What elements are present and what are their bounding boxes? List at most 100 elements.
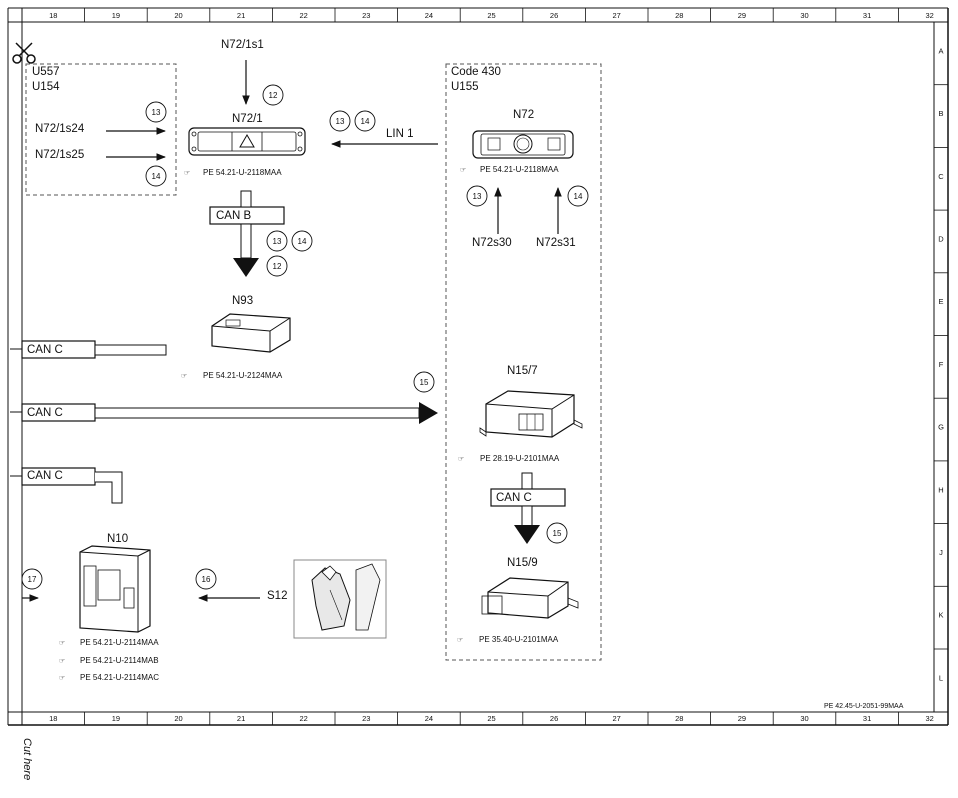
switch-panel-n72-1 <box>188 127 306 156</box>
marker-circle-m14_left <box>145 165 167 187</box>
ref-n10-c: PE 54.21-U-2114MAC <box>80 673 159 682</box>
column-number-23-top: 23 <box>362 11 370 20</box>
component-label-n93: N93 <box>232 295 253 307</box>
pointing-hand-icon: ☞ <box>59 675 65 682</box>
marker-m15_canc: 15 <box>420 378 429 387</box>
column-number-32-top: 32 <box>926 11 934 20</box>
component-label-n10: N10 <box>107 533 128 545</box>
column-number-23-bottom: 23 <box>362 714 370 723</box>
column-number-22-top: 22 <box>300 11 308 20</box>
pointing-hand-icon: ☞ <box>457 637 463 644</box>
bus-label-can-c-4: CAN C <box>496 492 532 504</box>
signal-n72-1s24: N72/1s24 <box>35 123 85 135</box>
column-ruler: 1818191920202121222223232424252526262727… <box>49 8 934 725</box>
component-label-s12: S12 <box>267 590 287 602</box>
row-letter-F: F <box>939 360 944 369</box>
column-number-28-top: 28 <box>675 11 683 20</box>
bus-label-can-c-1: CAN C <box>27 344 63 356</box>
marker-circle-m13_left <box>145 101 167 123</box>
column-number-26-bottom: 26 <box>550 714 558 723</box>
column-number-27-top: 27 <box>613 11 621 20</box>
component-label-n72: N72 <box>513 109 534 121</box>
marker-circle-m15_canc <box>413 371 435 393</box>
signal-n72s31: N72s31 <box>536 237 576 249</box>
marker-m15_n15: 15 <box>553 529 562 538</box>
column-number-24-top: 24 <box>425 11 433 20</box>
row-letter-C: C <box>938 172 944 181</box>
pointing-hand-icon: ☞ <box>59 658 65 665</box>
marker-m14_canb: 14 <box>298 237 307 246</box>
marker-circle-m14_right <box>567 185 589 207</box>
column-number-27-bottom: 27 <box>613 714 621 723</box>
right-group-box <box>445 63 602 661</box>
column-number-25-bottom: 25 <box>487 714 495 723</box>
column-number-28-bottom: 28 <box>675 714 683 723</box>
module-n93 <box>211 313 291 353</box>
component-label-n15-7: N15/7 <box>507 365 538 377</box>
row-letter-G: G <box>938 423 944 432</box>
column-number-30-top: 30 <box>800 11 808 20</box>
ref-n15-7: PE 28.19-U-2101MAA <box>480 454 560 463</box>
column-number-22-bottom: 22 <box>300 714 308 723</box>
marker-m13_left: 13 <box>152 108 161 117</box>
marker-circle-m13_right <box>466 185 488 207</box>
pointing-hand-icon: ☞ <box>460 167 466 174</box>
bus-label-lin1: LIN 1 <box>386 128 414 140</box>
pointing-hand-icon: ☞ <box>458 456 464 463</box>
module-n15-9 <box>481 577 579 619</box>
marker-circle-m12_canb <box>266 255 288 277</box>
switch-panel-n72 <box>472 130 574 159</box>
signal-n72s30: N72s30 <box>472 237 512 249</box>
marker-m12_top: 12 <box>269 91 278 100</box>
marker-m14_right: 14 <box>574 192 583 201</box>
column-number-29-top: 29 <box>738 11 746 20</box>
column-number-18-top: 18 <box>49 11 57 20</box>
column-number-30-bottom: 30 <box>800 714 808 723</box>
ref-n72: PE 54.21-U-2118MAA <box>480 165 559 174</box>
drawing-frame <box>7 7 949 726</box>
column-number-19-bottom: 19 <box>112 714 120 723</box>
bus-label-can-c-3: CAN C <box>27 470 63 482</box>
column-number-29-bottom: 29 <box>738 714 746 723</box>
component-label-n15-9: N15/9 <box>507 557 538 569</box>
marker-circle-m14_lin <box>354 110 376 132</box>
row-letter-H: H <box>938 485 943 494</box>
ref-n10-a: PE 54.21-U-2114MAA <box>80 638 159 647</box>
ref-n93: PE 54.21-U-2124MAA <box>203 371 283 380</box>
column-number-31-bottom: 31 <box>863 714 871 723</box>
marker-circle-m12_top <box>262 84 284 106</box>
bus-label-can-b: CAN B <box>216 210 251 222</box>
column-number-31-top: 31 <box>863 11 871 20</box>
left-group-line-1: U557 <box>32 66 60 78</box>
pointing-hand-icon: ☞ <box>59 640 65 647</box>
pointing-hand-icon: ☞ <box>184 170 190 177</box>
steering-column-switch-s12 <box>293 559 387 639</box>
ref-n72-1: PE 54.21-U-2118MAA <box>203 168 282 177</box>
column-number-20-bottom: 20 <box>174 714 182 723</box>
marker-m16: 16 <box>202 575 211 584</box>
marker-m14_lin: 14 <box>361 117 370 126</box>
column-number-21-top: 21 <box>237 11 245 20</box>
column-number-20-top: 20 <box>174 11 182 20</box>
ref-n10-b: PE 54.21-U-2114MAB <box>80 656 159 665</box>
right-group-line-1: Code 430 <box>451 66 501 78</box>
row-letter-J: J <box>939 548 943 557</box>
row-letter-K: K <box>938 611 943 620</box>
right-group-line-2: U155 <box>451 81 479 93</box>
marker-circle-m17 <box>21 568 43 590</box>
column-number-26-top: 26 <box>550 11 558 20</box>
row-letter-A: A <box>938 46 943 55</box>
column-number-24-bottom: 24 <box>425 714 433 723</box>
left-group-line-2: U154 <box>32 81 60 93</box>
module-n10 <box>79 545 151 633</box>
pointing-hand-icon: ☞ <box>181 373 187 380</box>
signal-n72-1s25: N72/1s25 <box>35 149 84 161</box>
marker-m13_lin: 13 <box>336 117 345 126</box>
column-number-21-bottom: 21 <box>237 714 245 723</box>
column-number-32-bottom: 32 <box>926 714 934 723</box>
row-letter-B: B <box>938 109 943 118</box>
doc-reference: PE 42.45-U-2051-99MAA <box>824 703 904 710</box>
bus-label-can-c-2: CAN C <box>27 407 63 419</box>
